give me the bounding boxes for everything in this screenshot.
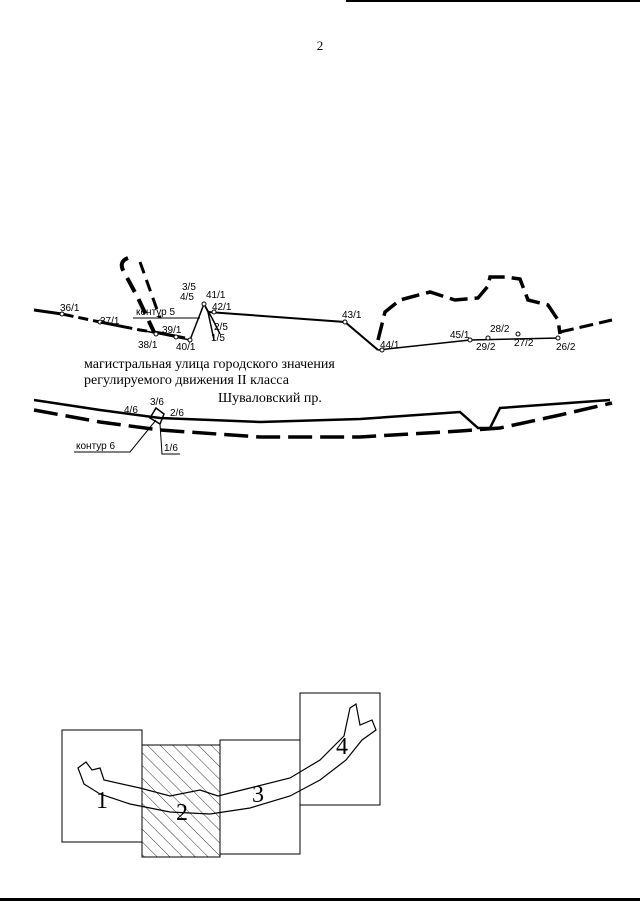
- sheet-2-number: 2: [176, 800, 188, 826]
- label-40-1: 40/1: [176, 342, 196, 353]
- label-42-1: 42/1: [212, 302, 232, 313]
- label-41-1: 41/1: [206, 290, 226, 301]
- label-4-6: 4/6: [124, 405, 138, 416]
- label-36-1: 36/1: [60, 303, 80, 314]
- street-type-line1: магистральная улица городского значения: [84, 357, 335, 372]
- label-4-5: 4/5: [180, 292, 194, 303]
- sheet-2-frame: [141, 744, 221, 858]
- bottom-rule: [0, 898, 640, 901]
- label-1-6: 1/6: [164, 443, 178, 454]
- street-edge-lower: [33, 401, 613, 439]
- contour5-label: контур 5: [136, 307, 175, 318]
- street-type-line2: регулируемого движения II класса: [84, 373, 290, 388]
- street-edge-upper: [33, 398, 611, 430]
- sheet-4-number: 4: [336, 734, 348, 760]
- point-markers: [59, 301, 561, 353]
- label-26-2: 26/2: [556, 342, 576, 353]
- label-44-1: 44/1: [380, 340, 400, 351]
- label-1-5: 1/5: [211, 333, 225, 344]
- contour6-leader: [74, 419, 180, 455]
- sheet-4-frame: [299, 692, 381, 806]
- label-3-6: 3/6: [150, 397, 164, 408]
- label-2-6: 2/6: [170, 408, 184, 419]
- dashed-boundary-left-2: [138, 261, 162, 319]
- label-37-1: 37/1: [100, 316, 120, 327]
- index-street-outline: [77, 702, 377, 815]
- sheet-3-number: 3: [252, 782, 264, 808]
- contour-line-1: [33, 308, 186, 340]
- label-29-2: 29/2: [476, 342, 496, 353]
- label-2-5: 2/5: [214, 322, 228, 333]
- label-45-1: 45/1: [450, 330, 470, 341]
- contour-line-1b: [139, 329, 191, 341]
- label-38-1: 38/1: [138, 340, 158, 351]
- sheet-1-number: 1: [96, 788, 108, 814]
- label-28-2: 28/2: [490, 324, 510, 335]
- street-name: Шуваловский пр.: [218, 391, 322, 406]
- contour6-shape: [148, 406, 165, 426]
- label-39-1: 39/1: [162, 325, 182, 336]
- dashed-boundary-right: [376, 275, 562, 341]
- contour6-label: контур 6: [76, 441, 115, 452]
- label-43-1: 43/1: [342, 310, 362, 321]
- contour5-shape: [189, 302, 221, 341]
- top-rule: [346, 0, 640, 2]
- label-3-5: 3/5: [182, 282, 196, 293]
- page-number: 2: [316, 38, 324, 53]
- contour-line-3-dash: [559, 318, 613, 334]
- label-27-2: 27/2: [514, 338, 534, 349]
- dashed-boundary-left: [119, 256, 156, 333]
